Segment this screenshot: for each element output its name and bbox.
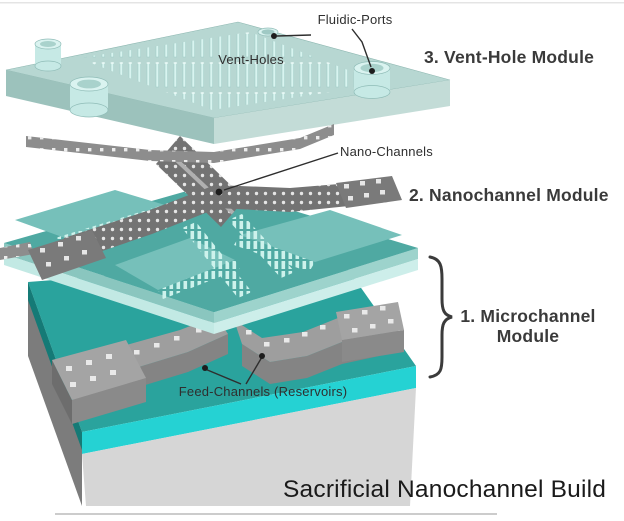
vent-slab-front-right-face <box>214 80 450 144</box>
leader-dot-feed-1 <box>202 365 208 371</box>
leader-dot-nano <box>215 188 223 196</box>
leader-dot-fluidic-1 <box>271 33 277 39</box>
vent-bottom-strip-perforations <box>26 124 334 163</box>
label-module-2: 2. Nanochannel Module <box>409 185 609 205</box>
port-cylinder-right <box>353 61 391 99</box>
annotation-layer: Fluidic-Ports Vent-Holes 3. Vent-Hole Mo… <box>179 12 609 503</box>
label-vent-holes: Vent-Holes <box>218 52 284 67</box>
frame-top-line <box>0 2 624 4</box>
label-module-1-line2: Module <box>497 326 560 346</box>
label-feed-channels: Feed-Channels (Reservoirs) <box>179 384 347 399</box>
substrate-cyan-band <box>82 366 416 454</box>
nano-slab-edge-right-lower <box>214 259 418 334</box>
port-cylinder-back-left <box>34 38 62 72</box>
label-nano-channels: Nano-Channels <box>340 144 433 159</box>
mesa-right <box>240 210 402 262</box>
label-module-1-line1: 1. Microchannel <box>460 306 595 326</box>
leader-feed-right <box>245 356 263 385</box>
frame-bottom-line <box>55 513 497 515</box>
gray-tab-left-perf <box>0 242 34 260</box>
vent-hole-module-graphic <box>5 21 451 163</box>
nanochannel-module-graphic <box>0 136 418 334</box>
leader-feed-left <box>204 368 242 385</box>
leader-fluidic-left <box>276 34 312 37</box>
feed-channel-right <box>234 302 404 384</box>
fluidic-port-cylinders <box>34 27 391 118</box>
label-module-3: 3. Vent-Hole Module <box>424 47 594 67</box>
feed-channel-left <box>52 316 228 424</box>
port-cylinder-front-left <box>69 76 109 118</box>
substrate-left-face <box>28 282 82 506</box>
diagram-title: Sacrificial Nanochannel Build <box>283 476 606 503</box>
label-fluidic-ports: Fluidic-Ports <box>318 12 393 27</box>
leader-fluidic-right <box>351 28 372 68</box>
curly-brace <box>428 255 453 379</box>
nano-channel-cross <box>28 136 402 280</box>
vent-slab-front-left-face <box>6 70 214 144</box>
leader-nano-channels <box>223 152 339 191</box>
nano-slab-edge-right-upper <box>214 248 418 323</box>
leader-dot-feed-2 <box>259 353 265 359</box>
vent-pins-array <box>78 32 384 110</box>
leader-dot-fluidic-2 <box>369 68 375 74</box>
mesa-upper-left <box>15 190 165 238</box>
substrate-front-face <box>82 388 416 506</box>
